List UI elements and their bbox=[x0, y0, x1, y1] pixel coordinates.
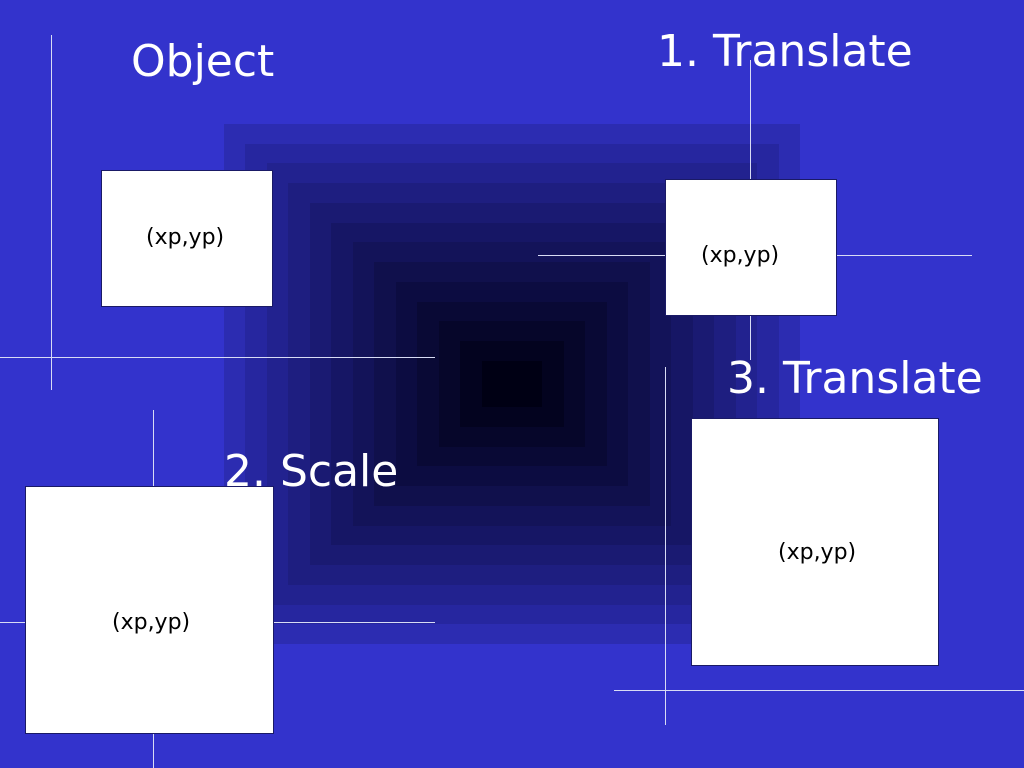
scale-coord-label: (xp,yp) bbox=[112, 610, 191, 635]
object-title: Object bbox=[131, 36, 275, 87]
translate3-coord-label: (xp,yp) bbox=[778, 540, 857, 565]
translate1-box bbox=[665, 179, 837, 316]
translate1-title: 1. Translate bbox=[657, 26, 913, 77]
object-y-axis bbox=[51, 35, 52, 390]
scale-box bbox=[25, 486, 274, 734]
translate3-y-axis bbox=[665, 367, 666, 725]
object-x-axis bbox=[0, 357, 435, 358]
vignette-layer bbox=[482, 361, 542, 407]
translate3-x-axis bbox=[614, 690, 1024, 691]
translate1-coord-label: (xp,yp) bbox=[701, 243, 780, 268]
translate3-title: 3. Translate bbox=[727, 353, 983, 404]
object-coord-label: (xp,yp) bbox=[146, 225, 225, 250]
object-box bbox=[101, 170, 273, 307]
translate3-box bbox=[691, 418, 939, 666]
